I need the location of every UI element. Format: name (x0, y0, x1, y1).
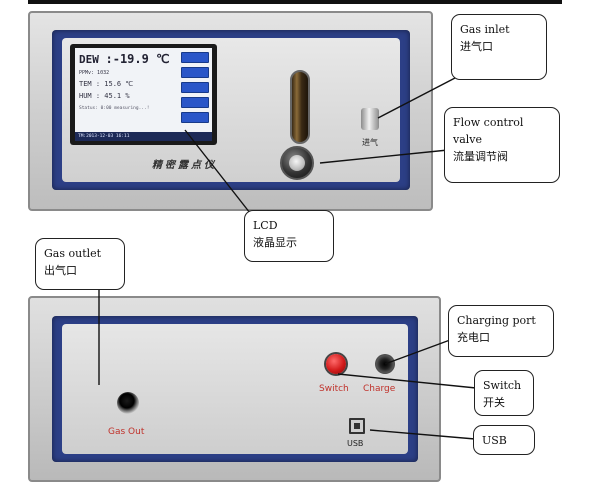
front-panel: DEW :-19.9 ℃ PPMv: 1032 TEM : 15.6 ℃ HUM… (28, 11, 433, 211)
callout-switch: Switch 开关 (474, 370, 534, 416)
usb-port (349, 418, 365, 434)
callout-gas-outlet-zh: 出气口 (44, 264, 77, 277)
lcd-hum-line: HUM : 45.1 % (79, 92, 130, 100)
callout-charging-port: Charging port 充电口 (448, 305, 554, 357)
leader-switch (337, 373, 477, 389)
callout-flow-valve-zh: 流量调节阀 (453, 150, 508, 163)
callout-gas-inlet-zh: 进气口 (460, 40, 493, 53)
leader-usb (369, 429, 476, 440)
callout-switch-zh: 开关 (483, 396, 505, 409)
callout-gas-outlet: Gas outlet 出气口 (35, 238, 125, 290)
lcd-soft-button[interactable] (181, 112, 209, 123)
leader-charging-port (384, 339, 451, 365)
flowmeter-tube (290, 70, 310, 144)
lcd-status-line: Status: 0:00 measuring...! (79, 106, 150, 111)
callout-flow-valve-en: Flow control valve (453, 116, 524, 146)
lcd-dew-value: :-19.9 ℃ (105, 52, 170, 66)
lcd-display: DEW :-19.9 ℃ PPMv: 1032 TEM : 15.6 ℃ HUM… (70, 44, 217, 145)
front-panel-face: DEW :-19.9 ℃ PPMv: 1032 TEM : 15.6 ℃ HUM… (62, 38, 400, 182)
lcd-soft-button[interactable] (181, 82, 209, 93)
back-panel-face: Gas Out Switch Charge USB (62, 324, 408, 454)
lcd-tem-line: TEM : 15.6 ℃ (79, 80, 134, 88)
lcd-soft-button[interactable] (181, 97, 209, 108)
charge-tag: Charge (363, 384, 396, 394)
callout-lcd-zh: 液晶显示 (253, 236, 297, 249)
callout-gas-outlet-en: Gas outlet (44, 247, 102, 260)
usb-tag: USB (347, 439, 364, 448)
leader-gas-inlet (377, 77, 456, 119)
callout-usb: USB (473, 425, 535, 455)
valve-knob-cap (289, 155, 305, 171)
callout-charging-port-zh: 充电口 (457, 331, 490, 344)
leader-flow-valve (319, 149, 449, 164)
callout-lcd-en: LCD (253, 219, 278, 232)
lcd-soft-button[interactable] (181, 67, 209, 78)
callout-charging-port-en: Charging port (457, 314, 536, 327)
front-panel-frame: DEW :-19.9 ℃ PPMv: 1032 TEM : 15.6 ℃ HUM… (52, 30, 410, 190)
callout-usb-en: USB (482, 434, 507, 447)
top-rule (28, 0, 562, 4)
callout-gas-inlet: Gas inlet 进气口 (451, 14, 547, 80)
callout-lcd: LCD 液晶显示 (244, 210, 334, 262)
back-panel: Gas Out Switch Charge USB (28, 296, 441, 482)
back-panel-frame: Gas Out Switch Charge USB (52, 316, 418, 462)
gas-outlet-fitting (117, 392, 139, 414)
gas-out-tag: Gas Out (108, 427, 145, 437)
callout-switch-en: Switch (483, 379, 522, 392)
brand-text: 精密露点仪 (152, 160, 217, 171)
lcd-soft-button[interactable] (181, 52, 209, 63)
lcd-screen: DEW :-19.9 ℃ PPMv: 1032 TEM : 15.6 ℃ HUM… (75, 48, 212, 141)
power-switch-button[interactable] (326, 354, 346, 374)
lcd-footer: TM:2013-12-03 16:11 (75, 132, 212, 141)
flow-control-valve-knob[interactable] (280, 146, 314, 180)
lcd-dew-reading: DEW :-19.9 ℃ (79, 52, 170, 66)
lcd-ppmv-line: PPMv: 1032 (79, 70, 110, 76)
leader-lcd (184, 129, 251, 214)
lcd-soft-buttons (181, 52, 209, 127)
lcd-dew-label: DEW (79, 53, 99, 66)
callout-flow-valve: Flow control valve 流量调节阀 (444, 107, 560, 183)
switch-tag: Switch (319, 384, 349, 394)
callout-gas-inlet-en: Gas inlet (460, 23, 510, 36)
gas-inlet-fitting (361, 108, 379, 130)
gas-inlet-tag: 进气 (362, 138, 378, 147)
